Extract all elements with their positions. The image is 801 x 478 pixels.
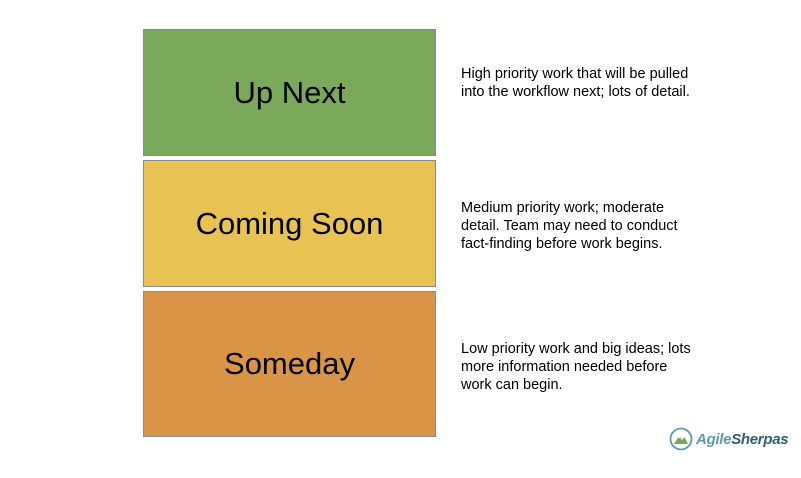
logo-text-agile: Agile — [696, 430, 732, 448]
tier-label-someday: Someday — [224, 346, 355, 381]
logo-wordmark: AgileSherpas — [696, 430, 789, 448]
tier-box-up-next: Up Next — [143, 29, 436, 156]
tier-description-someday: Low priority work and big ideas; lots mo… — [461, 341, 691, 393]
tier-box-coming-soon: Coming Soon — [143, 160, 436, 287]
logo-text-sherpas: Sherpas — [731, 430, 789, 448]
tier-box-someday: Someday — [143, 291, 436, 437]
tier-label-up-next: Up Next — [233, 74, 346, 110]
mountain-leaf-icon — [669, 427, 693, 451]
tier-description-up-next: High priority work that will be pulled i… — [461, 66, 690, 100]
agilesherpas-logo: AgileSherpas — [669, 427, 789, 451]
tier-label-coming-soon: Coming Soon — [195, 205, 384, 241]
tier-description-coming-soon: Medium priority work; moderate detail. T… — [461, 200, 678, 252]
